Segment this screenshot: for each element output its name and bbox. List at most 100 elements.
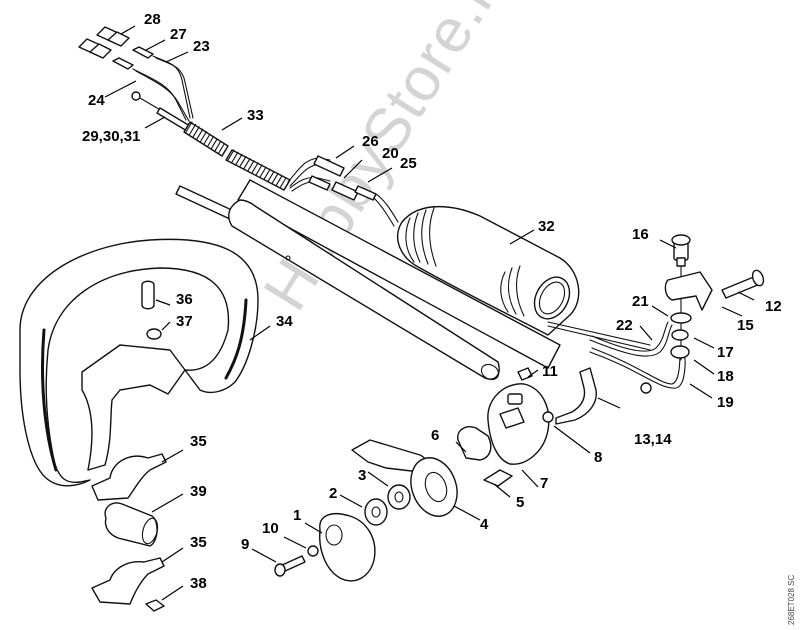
hose-rib — [279, 177, 287, 189]
washer-37 — [146, 328, 162, 340]
hose-rib — [247, 160, 255, 172]
callout-25: 25 — [400, 155, 417, 172]
callout-4: 4 — [480, 516, 489, 533]
callout-7: 7 — [540, 475, 549, 492]
reference-code: 268ET028 SC — [787, 574, 796, 625]
callout-35-lower: 35 — [190, 534, 207, 551]
callout-37: 37 — [176, 313, 193, 330]
hose-rib — [203, 133, 211, 145]
cover-1 — [319, 512, 376, 582]
sleeve-39 — [104, 502, 159, 547]
callout-29-30-31: 29,30,31 — [82, 128, 141, 145]
callout-17: 17 — [717, 344, 734, 361]
callout-12: 12 — [765, 298, 782, 315]
leader-lines — [104, 25, 755, 601]
connector-sleeve-28 — [78, 26, 130, 59]
wiring-harness — [78, 26, 399, 227]
washer-10 — [307, 545, 319, 557]
terminal-29 — [131, 91, 141, 101]
callout-38: 38 — [190, 575, 207, 592]
callout-21: 21 — [632, 293, 649, 310]
hose-rib — [192, 126, 200, 138]
hose-rib — [196, 128, 204, 140]
callout-36: 36 — [176, 291, 193, 308]
hose-rib — [243, 158, 251, 170]
drive-shaft — [175, 185, 500, 381]
callout-27: 27 — [170, 26, 187, 43]
callout-11: 11 — [542, 363, 558, 380]
callout-35-upper: 35 — [190, 433, 207, 450]
hose-rib — [271, 173, 279, 185]
callout-19: 19 — [717, 394, 734, 411]
hose-rib — [214, 140, 222, 152]
callout-22: 22 — [616, 317, 633, 334]
loop-handle-34 — [19, 238, 259, 487]
hose-rib — [199, 131, 207, 143]
connector-20 — [308, 175, 331, 191]
washer-18 — [670, 345, 690, 359]
tube-assembly-32 — [237, 179, 651, 369]
callout-15: 15 — [737, 317, 754, 334]
switch-housing-7 — [487, 383, 550, 465]
washer-3 — [387, 484, 411, 510]
screw-36 — [141, 280, 155, 310]
clamp-35-upper — [91, 453, 167, 501]
callout-13-14: 13,14 — [634, 431, 672, 448]
washer-2 — [364, 498, 388, 526]
hose-rib — [239, 155, 247, 167]
hose-rib — [235, 153, 243, 165]
callout-18: 18 — [717, 368, 734, 385]
callout-8: 8 — [594, 449, 603, 466]
hose-rib — [263, 168, 271, 180]
plate-6 — [457, 426, 492, 461]
hose-rib — [259, 166, 267, 178]
callout-39: 39 — [190, 483, 207, 500]
spring-13-14 — [555, 367, 597, 425]
nut-8 — [542, 411, 554, 423]
hose-rib — [227, 149, 235, 161]
cable-lug-24 — [112, 57, 134, 70]
spring-5 — [483, 469, 513, 487]
hose-rib — [251, 162, 259, 174]
washer-21 — [670, 312, 692, 324]
callout-6: 6 — [431, 427, 440, 444]
screw-12 — [721, 269, 765, 299]
callout-20: 20 — [382, 145, 399, 162]
hose-rib — [207, 135, 215, 147]
hose-rib — [267, 170, 275, 182]
callout-26: 26 — [362, 133, 379, 150]
bracket-15 — [664, 271, 713, 311]
callout-24: 24 — [88, 92, 105, 109]
callout-28: 28 — [144, 11, 161, 28]
callout-34: 34 — [276, 313, 293, 330]
stop-switch-16 — [671, 234, 691, 361]
hose-rib — [189, 123, 197, 135]
connector-25 — [354, 185, 377, 201]
callout-33: 33 — [247, 107, 264, 124]
callout-1: 1 — [293, 507, 302, 524]
callout-2: 2 — [329, 485, 338, 502]
hose-rib — [185, 121, 193, 133]
callout-16: 16 — [632, 226, 649, 243]
clamp-35-lower — [91, 557, 165, 605]
nut-11 — [517, 367, 533, 381]
callout-9: 9 — [241, 536, 250, 553]
washer-17 — [671, 329, 689, 341]
callout-3: 3 — [358, 467, 367, 484]
callout-32: 32 — [538, 218, 555, 235]
hose-rib — [275, 175, 283, 187]
hose-rib — [231, 151, 239, 163]
hose-rib — [255, 164, 263, 176]
cable-lug-27 — [132, 46, 154, 59]
callout-23: 23 — [193, 38, 210, 55]
callout-10: 10 — [262, 520, 279, 537]
housing-4 — [410, 457, 458, 517]
callout-5: 5 — [516, 494, 525, 511]
nut-38 — [145, 599, 165, 612]
hose-rib — [221, 145, 229, 157]
throttle-cable-19 — [589, 321, 686, 394]
connector-26 — [313, 155, 345, 177]
hose-rib — [210, 138, 218, 150]
